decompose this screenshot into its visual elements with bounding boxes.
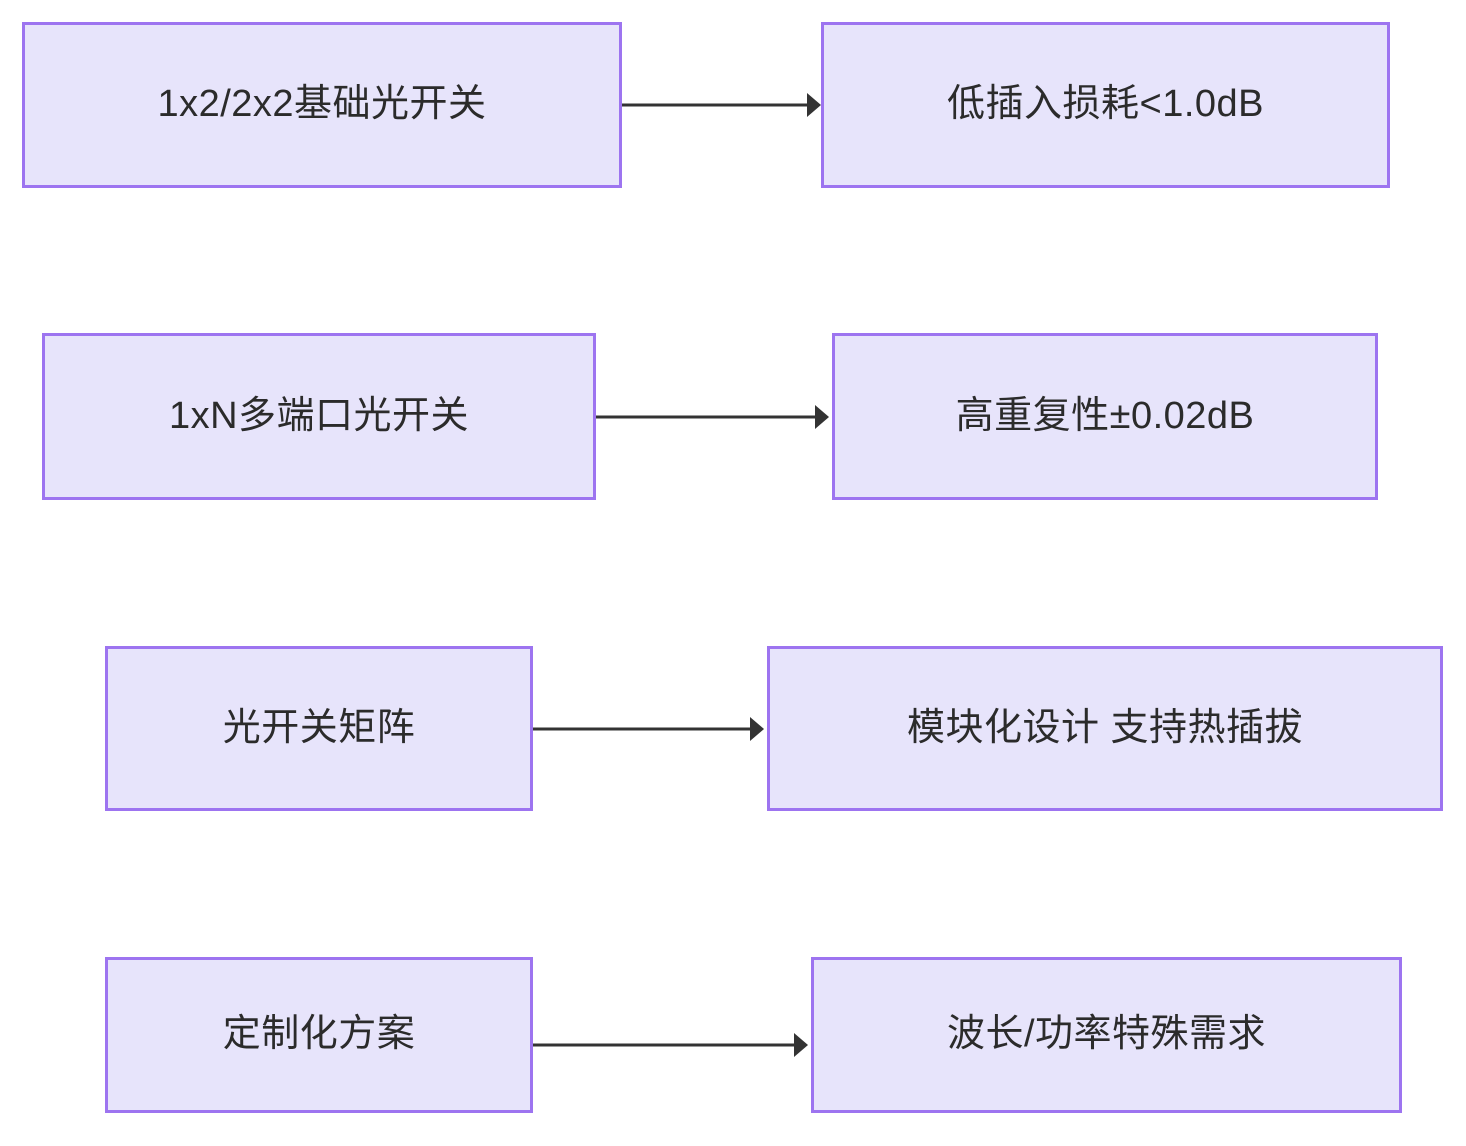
- edge-3: [533, 717, 764, 741]
- node-label: 高重复性±0.02dB: [955, 394, 1255, 437]
- edge-1: [622, 93, 821, 117]
- node-target-3[interactable]: 模块化设计 支持热插拔: [767, 646, 1443, 811]
- node-source-4[interactable]: 定制化方案: [105, 957, 533, 1113]
- node-label: 低插入损耗<1.0dB: [947, 83, 1264, 126]
- node-label: 1xN多端口光开关: [168, 394, 470, 437]
- edge-4: [533, 1033, 808, 1057]
- node-label: 光开关矩阵: [222, 706, 416, 749]
- node-label: 模块化设计 支持热插拔: [906, 706, 1304, 749]
- node-label: 定制化方案: [222, 1013, 416, 1056]
- node-target-1[interactable]: 低插入损耗<1.0dB: [821, 22, 1390, 188]
- node-label: 1x2/2x2基础光开关: [157, 83, 487, 126]
- node-source-2[interactable]: 1xN多端口光开关: [42, 333, 596, 500]
- node-target-4[interactable]: 波长/功率特殊需求: [811, 957, 1402, 1113]
- edge-2: [596, 405, 829, 429]
- node-label: 波长/功率特殊需求: [946, 1013, 1267, 1056]
- node-source-1[interactable]: 1x2/2x2基础光开关: [22, 22, 622, 188]
- node-source-3[interactable]: 光开关矩阵: [105, 646, 533, 811]
- node-target-2[interactable]: 高重复性±0.02dB: [832, 333, 1378, 500]
